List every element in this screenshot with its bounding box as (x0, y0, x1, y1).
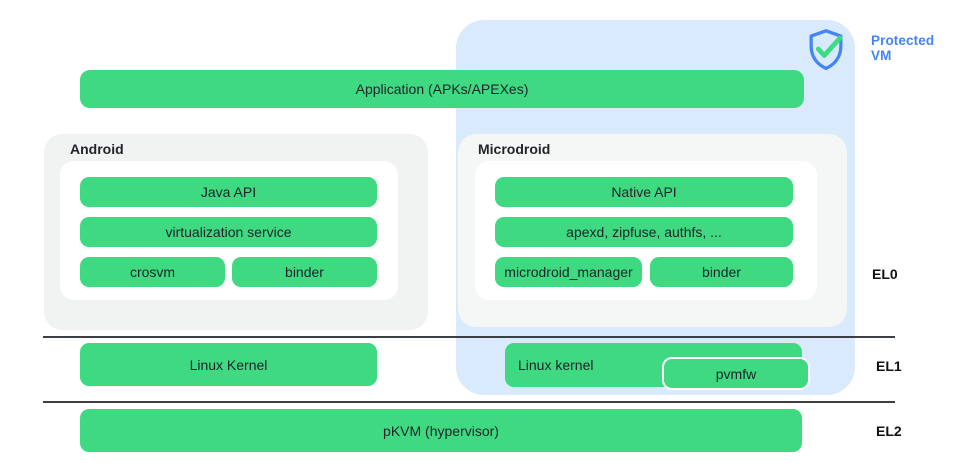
virtualization-service-bar: virtualization service (80, 217, 377, 247)
android-binder-label: binder (285, 264, 324, 280)
android-title: Android (70, 141, 124, 157)
crosvm-bar: crosvm (80, 257, 225, 287)
linux-kernel-android-bar: Linux Kernel (80, 343, 377, 386)
el1-label: EL1 (876, 358, 902, 374)
apexd-label: apexd, zipfuse, authfs, ... (566, 224, 722, 240)
pvmfw-bar: pvmfw (662, 357, 810, 390)
el0-label: EL0 (872, 266, 898, 282)
pvmfw-label: pvmfw (715, 365, 757, 382)
native-api-label: Native API (611, 184, 677, 200)
java-api-label: Java API (200, 184, 257, 200)
apexd-bar: apexd, zipfuse, authfs, ... (495, 217, 793, 247)
java-api-bar: Java API (80, 177, 377, 207)
microdroid-manager-label: microdroid_manager (504, 264, 633, 280)
microdroid-title: Microdroid (478, 141, 551, 157)
application-bar: Application (APKs/APEXes) (80, 70, 804, 108)
microdroid-manager-bar: microdroid_manager (495, 257, 642, 287)
el0-el1-divider (43, 336, 895, 338)
microdroid-binder-label: binder (702, 264, 741, 280)
microdroid-binder-bar: binder (650, 257, 793, 287)
android-binder-bar: binder (232, 257, 377, 287)
pkvm-label: pKVM (hypervisor) (383, 422, 499, 439)
pkvm-bar: pKVM (hypervisor) (80, 409, 802, 452)
virtualization-service-label: virtualization service (165, 224, 292, 240)
protected-vm-label: Protected VM (871, 33, 935, 63)
el2-label: EL2 (876, 423, 902, 439)
linux-kernel-microdroid-label: Linux kernel (518, 357, 594, 373)
native-api-bar: Native API (495, 177, 793, 207)
el1-el2-divider (43, 401, 895, 403)
crosvm-label: crosvm (129, 264, 176, 280)
linux-kernel-android-label: Linux Kernel (189, 356, 268, 373)
shield-check-icon (803, 26, 849, 72)
shield-check-icon-svg (809, 29, 843, 70)
application-bar-label: Application (APKs/APEXes) (355, 81, 529, 97)
